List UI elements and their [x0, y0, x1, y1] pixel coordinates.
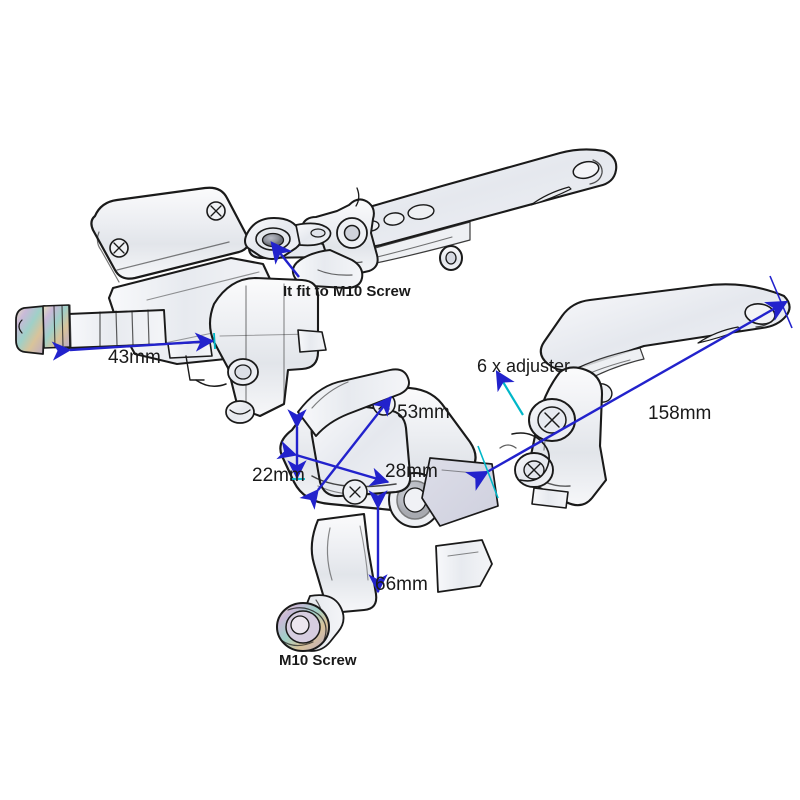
dimension-label-28mm: 28mm [385, 461, 438, 482]
dimension-label-22mm: 22mm [252, 465, 305, 486]
dimension-label-53mm: 53mm [397, 402, 450, 423]
lower-clutch-lever [527, 283, 791, 509]
dimension-annotations [51, 241, 793, 594]
upper-brake-lever [247, 148, 618, 289]
callout-adjuster: 6 x adjuster [477, 356, 571, 376]
callout-fit-m10: It fit to M10 Screw [283, 283, 411, 300]
dimension-label-158mm: 158mm [648, 403, 712, 424]
dimension-line-43mm [51, 332, 216, 361]
dimension-line-22mm [287, 409, 307, 480]
leader-fit-m10 [270, 241, 300, 278]
dimension-label-43mm: 43mm [108, 347, 161, 368]
leader-adjuster [495, 370, 524, 416]
dimension-line-158mm [464, 275, 793, 499]
m10-screw-bolt [276, 594, 345, 652]
dimension-line-28mm [276, 440, 390, 487]
dimension-label-66mm: 66mm [375, 574, 428, 595]
callout-m10-screw: M10 Screw [279, 652, 357, 669]
